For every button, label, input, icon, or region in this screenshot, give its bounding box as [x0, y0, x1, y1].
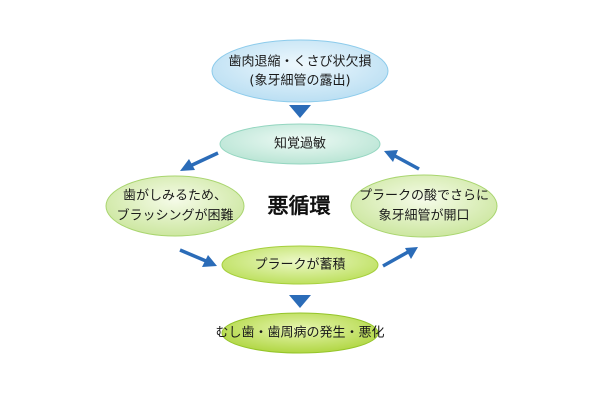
node-acid-line-2: 象牙細管が開口	[378, 209, 469, 224]
node-caries-label: むし歯・歯周病の発生・悪化	[215, 326, 384, 341]
node-sensitivity-label: 知覚過敏	[274, 136, 326, 152]
arrow-down-1	[289, 105, 311, 118]
arrow-sensitivity-to-left	[180, 151, 219, 171]
node-sensitivity: 知覚過敏	[219, 123, 381, 165]
node-brushing-line-2: ブラッシングが困難	[116, 208, 233, 224]
node-recession-line-1: 歯肉退縮・くさび状欠損	[228, 54, 371, 70]
arrow-down-2	[289, 295, 311, 308]
arrow-left-to-plaque	[179, 248, 217, 267]
node-plaque: プラークが蓄積	[221, 245, 379, 285]
node-brushing-difficult: 歯がしみるため、 ブラッシングが困難	[105, 175, 245, 237]
node-plaque-label: プラークが蓄積	[254, 258, 345, 273]
node-acid-opening: プラークの酸でさらに 象牙細管が開口	[350, 174, 498, 238]
center-label: 悪循環	[268, 194, 332, 218]
arrow-right-to-sensitivity	[384, 150, 420, 171]
node-recession-line-2: (象牙細管の露出)	[249, 74, 350, 89]
arrow-plaque-to-right	[382, 247, 418, 268]
node-brushing-line-1: 歯がしみるため、	[123, 189, 227, 204]
node-caries-periodontal: むし歯・歯周病の発生・悪化	[215, 312, 385, 354]
node-recession: 歯肉退縮・くさび状欠損 (象牙細管の露出)	[211, 39, 389, 103]
node-acid-line-1: プラークの酸でさらに	[359, 189, 489, 204]
